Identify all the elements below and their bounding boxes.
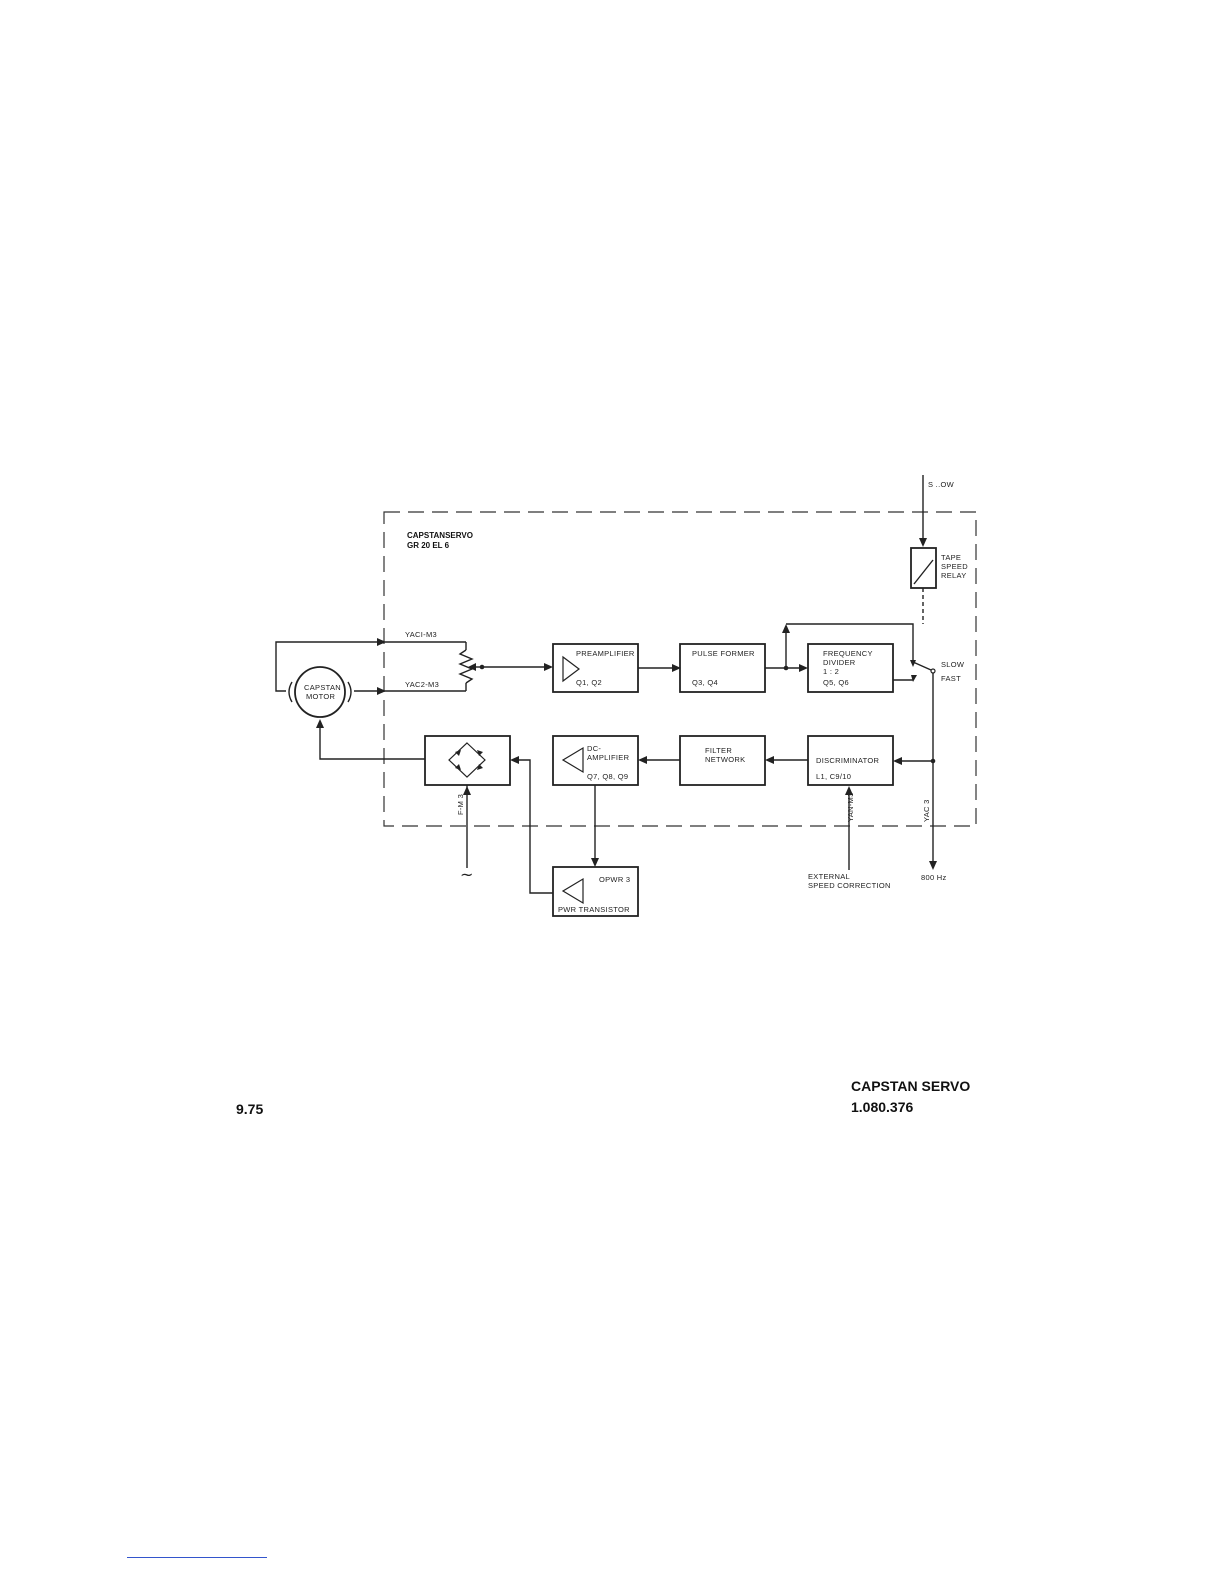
motor-label-1: CAPSTAN xyxy=(304,683,341,692)
motor-drive-arrow xyxy=(316,719,324,728)
disc-parts: L1, C9/10 xyxy=(816,772,851,781)
pwr-label: PWR TRANSISTOR xyxy=(558,905,630,914)
output-800hz-arrow xyxy=(929,861,937,870)
relay-label-2: SPEED xyxy=(941,562,968,571)
fast-switch-label: FAST xyxy=(941,674,961,683)
filter-label-2: NETWORK xyxy=(705,755,745,764)
filter-label-1: FILTER xyxy=(705,746,732,755)
fm3-arrow xyxy=(463,786,471,795)
yanm3-label: YAN-M3 xyxy=(846,792,855,822)
pulse-parts: Q3, Q4 xyxy=(692,678,718,687)
pwr-code: OPWR 3 xyxy=(599,875,630,884)
external-label-2: SPEED CORRECTION xyxy=(808,881,891,890)
frequency-divider-block xyxy=(807,643,894,693)
freq-label-1: FREQUENCY xyxy=(823,649,873,658)
preamp-input-arrow xyxy=(544,663,553,671)
bottom-rule xyxy=(127,1557,267,1558)
servo-boundary xyxy=(383,511,977,827)
external-correction-arrow xyxy=(845,786,853,795)
external-label-1: EXTERNAL xyxy=(808,872,850,881)
header-subtitle: GR 20 EL 6 xyxy=(407,541,450,550)
power-transistor-block xyxy=(552,866,639,917)
potentiometer xyxy=(458,649,474,684)
preamp-amplifier-icon xyxy=(562,655,580,683)
yac1-label: YACI-M3 xyxy=(405,630,437,639)
yac2-label: YAC2-M3 xyxy=(405,680,439,689)
pulse-label: PULSE FORMER xyxy=(692,649,755,658)
header-title: CAPSTANSERVO xyxy=(407,531,473,540)
dcamp-parts: Q7, Q8, Q9 xyxy=(587,772,628,781)
slow-input-arrow xyxy=(919,538,927,547)
switch-contact xyxy=(930,668,936,674)
yac3-label: YAC 3 xyxy=(922,799,931,822)
yac1-arrow xyxy=(377,638,386,646)
freq-label-3: 1 : 2 xyxy=(823,667,839,676)
dcamp-label-2: AMPLIFIER xyxy=(587,753,630,762)
pwr-amplifier-icon xyxy=(561,877,584,905)
output-800hz-label: 800 Hz xyxy=(921,873,947,882)
relay-label-3: RELAY xyxy=(941,571,967,580)
relay-label-1: TAPE xyxy=(941,553,961,562)
dcamp-amplifier-icon xyxy=(561,746,584,774)
preamp-parts: Q1, Q2 xyxy=(576,678,602,687)
slow-switch-label: SLOW xyxy=(941,660,965,669)
footer-date: 9.75 xyxy=(236,1101,264,1117)
slow-top-label: S ..OW xyxy=(928,480,955,489)
disc-label: DISCRIMINATOR xyxy=(816,756,879,765)
capstan-motor xyxy=(294,666,346,718)
preamp-label: PREAMPLIFIER xyxy=(576,649,635,658)
freq-parts: Q5, Q6 xyxy=(823,678,849,687)
fm3-label: F-M 3 xyxy=(456,794,465,815)
diode-bridge-icon xyxy=(448,742,486,778)
footer-number: 1.080.376 xyxy=(851,1099,914,1115)
yac2-arrow xyxy=(377,687,386,695)
freq-label-2: DIVIDER xyxy=(823,658,856,667)
ac-symbol: ~ xyxy=(460,865,473,884)
dcamp-label-1: DC- xyxy=(587,744,601,753)
footer-title: CAPSTAN SERVO xyxy=(851,1078,971,1094)
motor-label-2: MOTOR xyxy=(306,692,336,701)
feedback-arrow xyxy=(782,624,790,633)
